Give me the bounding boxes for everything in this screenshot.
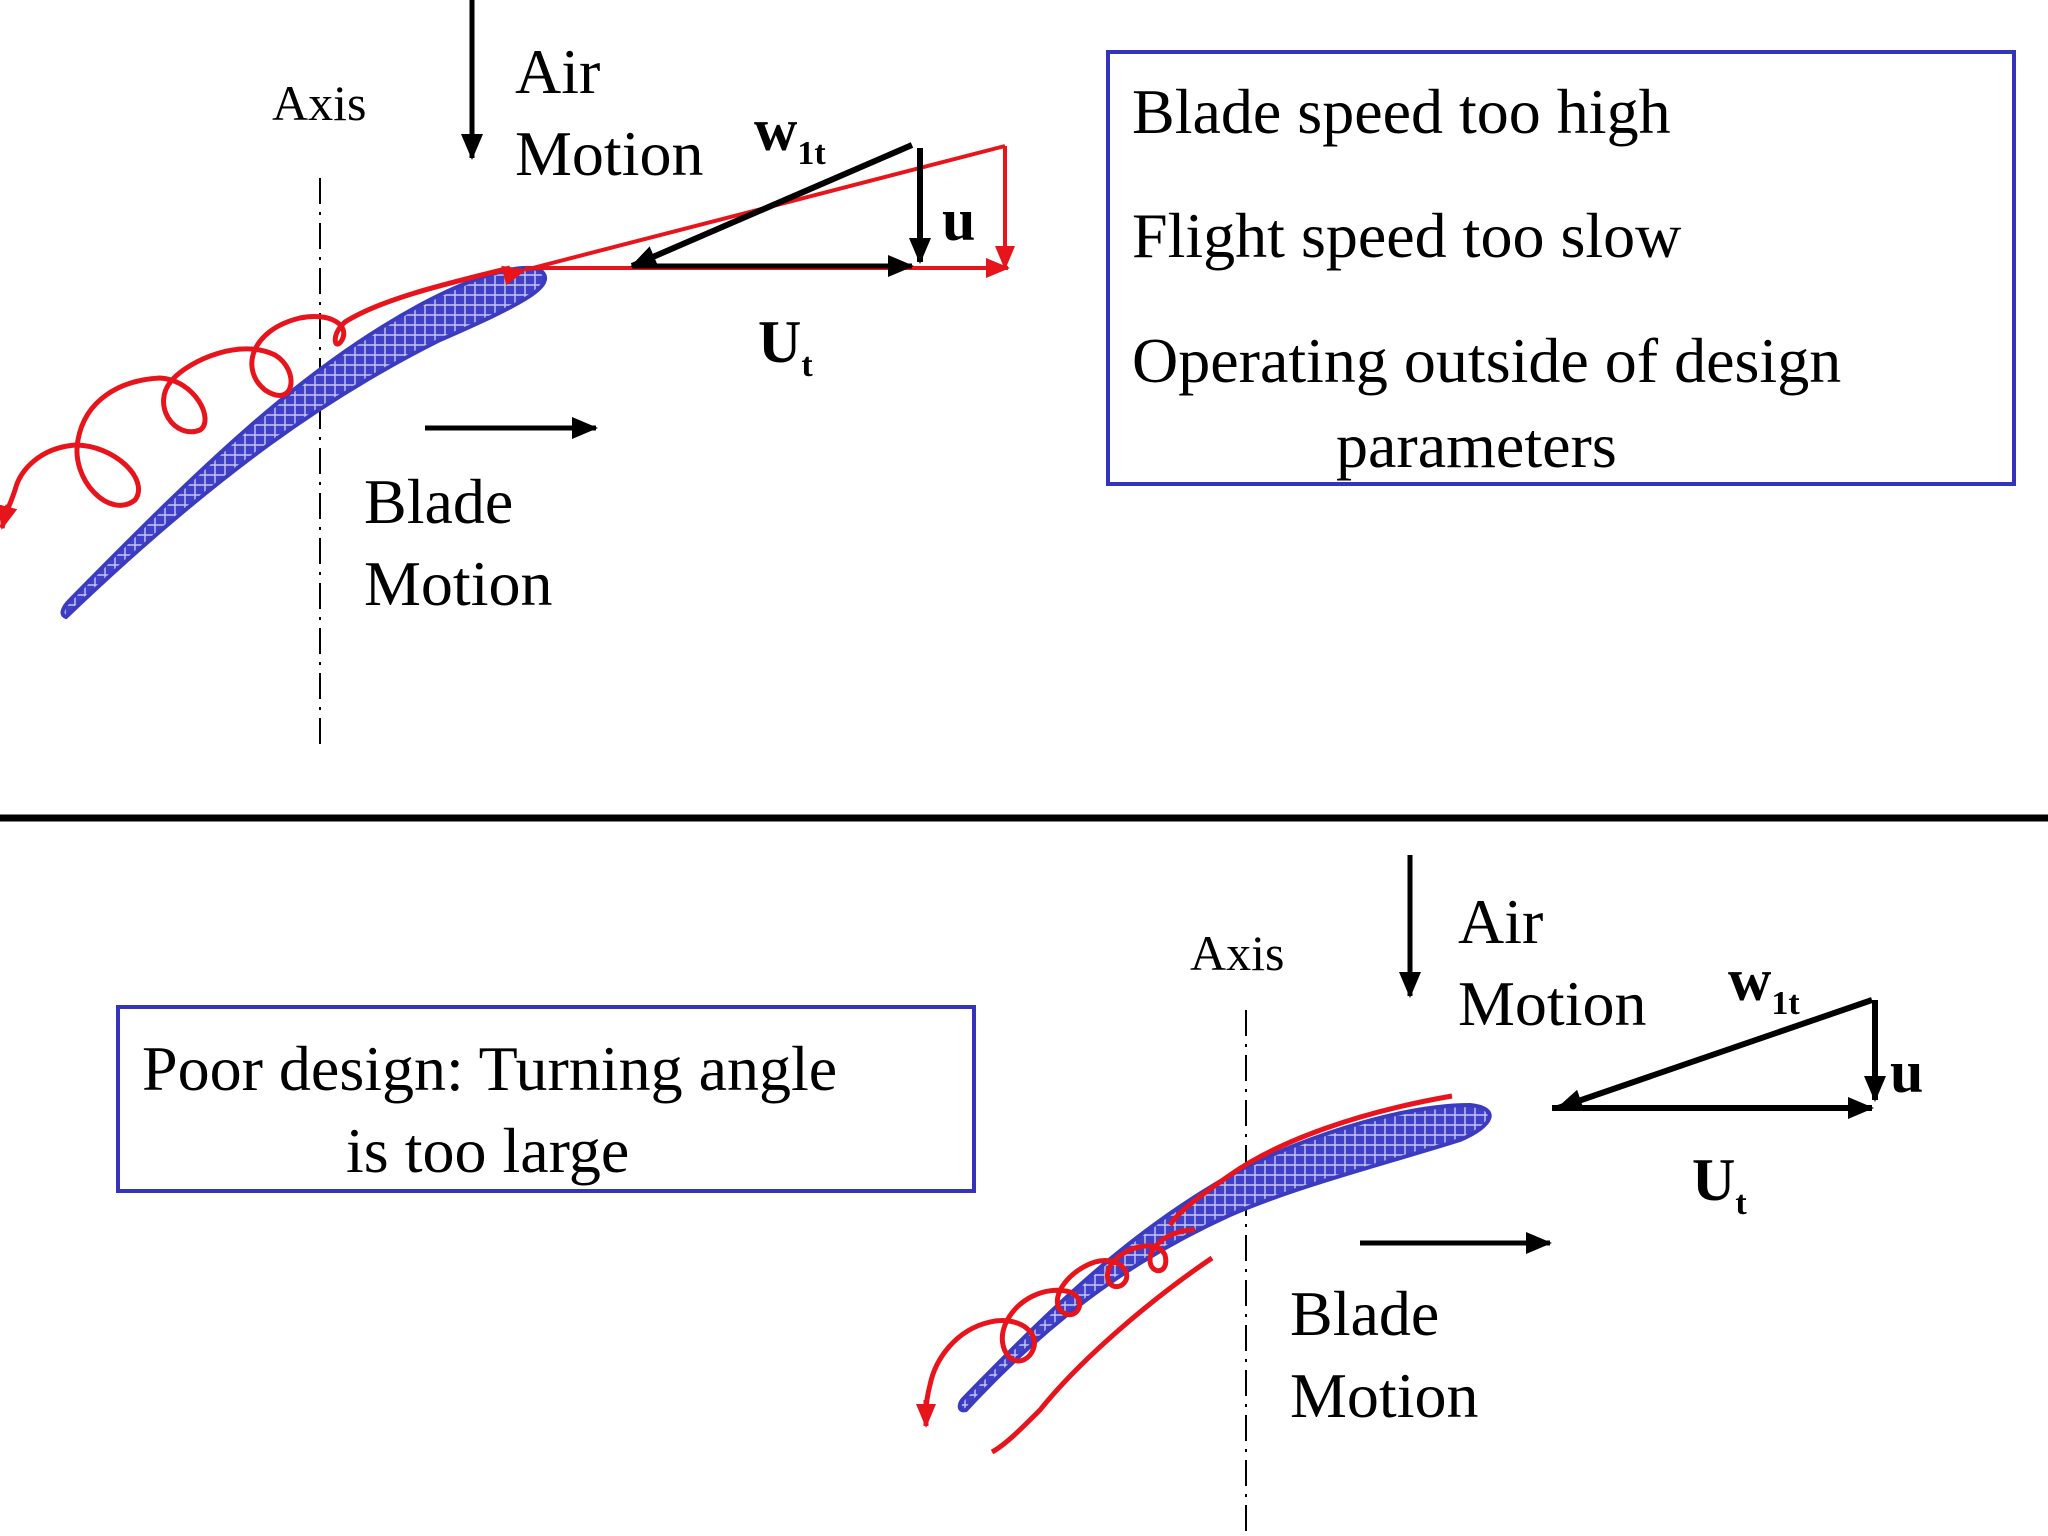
top-axis-label: Axis (272, 75, 367, 131)
bottom-note-2: is too large (346, 1115, 630, 1186)
top-notes-box: Blade speed too high Flight speed too sl… (1106, 50, 2016, 486)
top-w1t-vector (630, 142, 914, 269)
bottom-axis-label: Axis (1190, 925, 1285, 981)
top-blade-airfoil (60, 265, 548, 620)
bottom-panel-diagram (916, 855, 1886, 1536)
bottom-vortices (923, 1227, 1196, 1419)
top-w1t-label: w1t (754, 97, 826, 171)
bottom-w-letter: w (1728, 947, 1772, 1013)
bottom-notes-box: Poor design: Turning angle is too large (116, 1005, 976, 1193)
bottom-note-1: Poor design: Turning angle (142, 1033, 838, 1104)
bottom-flow-lower (990, 1255, 1214, 1455)
top-note-1: Blade speed too high (1132, 76, 1671, 147)
bottom-blade-motion-label: Motion (1290, 1360, 1479, 1431)
bottom-U-letter: U (1692, 1147, 1736, 1213)
top-note-3: Operating outside of design (1132, 325, 1842, 396)
top-w-letter: w (754, 97, 798, 163)
top-w-subscript: 1t (797, 135, 826, 172)
bottom-u-label: u (1890, 1039, 1924, 1105)
top-motion-label: Motion (515, 118, 704, 189)
bottom-Ut-label: Ut (1692, 1147, 1747, 1221)
top-Ut-label: Ut (758, 309, 813, 383)
top-flow-tail-arrow (0, 504, 18, 530)
bottom-w-subscript: 1t (1771, 985, 1800, 1022)
top-blade-label: Blade (364, 466, 514, 537)
top-U-letter: U (758, 309, 802, 375)
top-note-2: Flight speed too slow (1132, 200, 1682, 271)
top-panel-diagram (0, 0, 1015, 752)
top-U-subscript: t (801, 347, 813, 384)
bottom-air-label: Air (1458, 886, 1544, 957)
top-blade-motion-label: Motion (364, 548, 553, 619)
bottom-blade-label: Blade (1290, 1278, 1440, 1349)
bottom-w1t-label: w1t (1728, 947, 1800, 1021)
bottom-motion-label: Motion (1458, 968, 1647, 1039)
top-air-label: Air (515, 36, 601, 107)
top-separated-flow (0, 265, 511, 522)
bottom-U-subscript: t (1735, 1185, 1747, 1222)
bottom-w1t-vector (1556, 997, 1873, 1111)
top-note-4: parameters (1336, 410, 1617, 481)
bottom-flow-upper (1167, 1093, 1453, 1227)
top-u-label: u (942, 187, 976, 253)
